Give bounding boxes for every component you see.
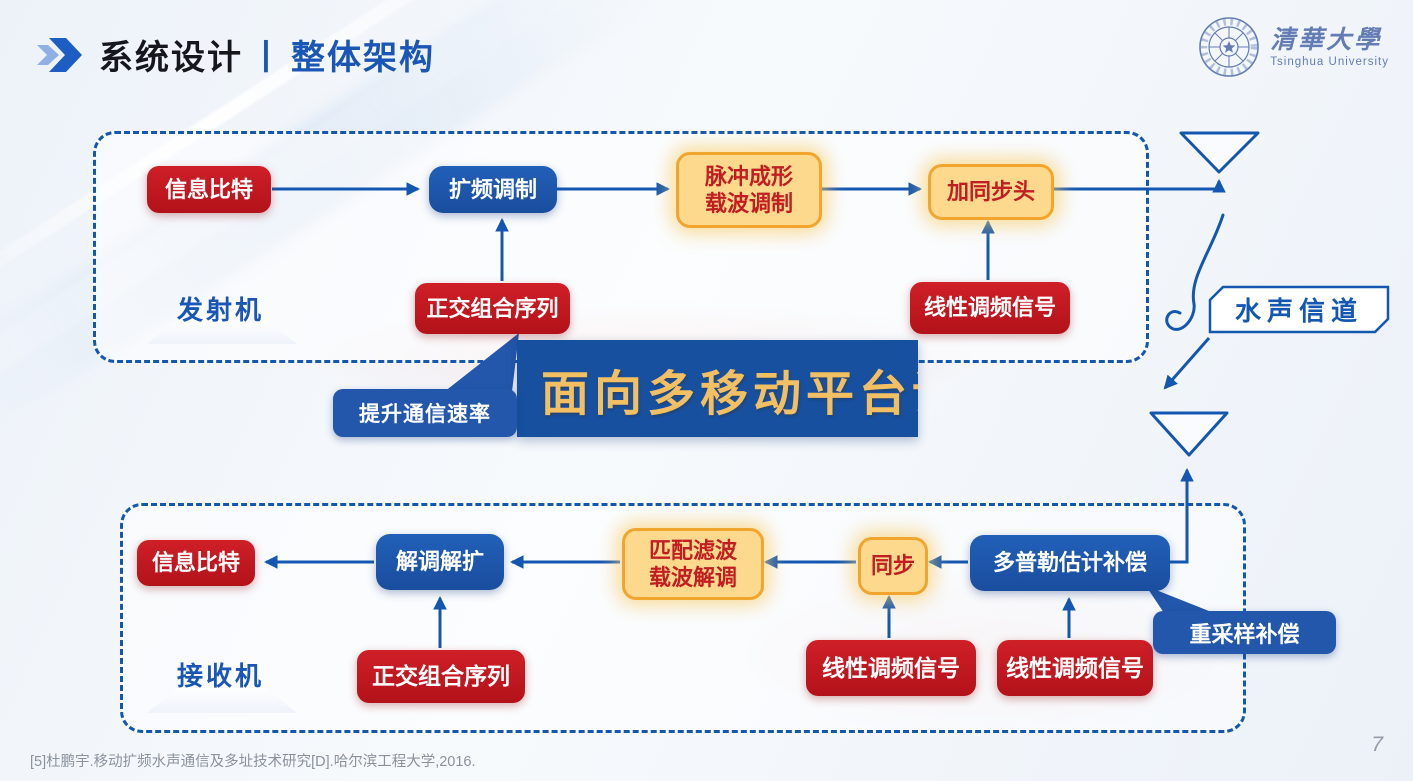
banner: 面向多移动平台设 [517, 340, 918, 437]
node-label: 正交组合序列 [426, 295, 559, 321]
node-despread: 解调解扩 [376, 534, 504, 590]
node-tx-info-bits: 信息比特 [147, 166, 271, 213]
node-label: 加同步头 [946, 179, 1035, 205]
node-label: 信息比特 [164, 176, 253, 202]
channel-label: 水声信道 [1234, 296, 1363, 326]
node-label: 正交组合序列 [372, 663, 510, 690]
node-label: 信息比特 [151, 550, 240, 576]
node-label: 线性调频信号 [1006, 654, 1144, 681]
node-pulse-shaping: 脉冲成形 载波调制 [676, 152, 822, 228]
node-doppler-compensation: 多普勒估计补偿 [970, 535, 1170, 591]
node-label: 匹配滤波 [648, 537, 737, 563]
banner-text: 面向多移动平台设 [517, 354, 918, 424]
node-tx-orthogonal-sequence: 正交组合序列 [415, 283, 570, 334]
citation: [5]杜鹏宇.移动扩频水声通信及多址技术研究[D].哈尔滨工程大学,2016. [30, 754, 476, 770]
title-primary: 系统设计 [99, 39, 243, 77]
callout-label: 提升通信速率 [359, 403, 491, 426]
arrow-channel-to-rx-antenna [1163, 337, 1211, 390]
title-divider: 丨 [249, 39, 285, 77]
banner-clipped-char: 设 [912, 368, 918, 421]
receiver-label: 接收机 [177, 661, 265, 691]
node-resample-compensation: 重采样补偿 [1153, 611, 1336, 654]
node-label: 重采样补偿 [1189, 621, 1300, 647]
university-logo: 清華大學 Tsinghua University [1198, 16, 1389, 78]
university-name-en: Tsinghua University [1270, 55, 1389, 68]
node-label: 线性调频信号 [822, 654, 960, 681]
node-label: 线性调频信号 [923, 295, 1056, 321]
node-tx-lfm-signal: 线性调频信号 [910, 282, 1070, 334]
callout-improve-rate: 提升通信速率 [333, 389, 517, 437]
page-title: 系统设计丨整体架构 [99, 30, 435, 79]
tx-antenna-icon [1179, 131, 1260, 174]
header: 系统设计丨整体架构 [37, 30, 435, 79]
node-label: 同步 [870, 553, 915, 579]
title-secondary: 整体架构 [291, 39, 435, 77]
node-label: 解调解扩 [395, 549, 484, 575]
university-name: 清華大學 Tsinghua University [1270, 26, 1389, 68]
node-label: 载波解调 [648, 565, 737, 590]
node-label: 多普勒估计补偿 [992, 550, 1147, 576]
rx-antenna-icon [1149, 411, 1229, 457]
node-rx-lfm-signal-2: 线性调频信号 [997, 640, 1153, 696]
node-spread-modulation: 扩频调制 [429, 166, 557, 213]
node-sync: 同步 [858, 537, 928, 595]
university-name-cn: 清華大學 [1270, 25, 1383, 55]
node-rx-lfm-signal-1: 线性调频信号 [806, 640, 976, 696]
node-matched-filter: 匹配滤波 载波解调 [622, 528, 764, 600]
university-seal-icon [1199, 17, 1260, 77]
double-chevron-icon [37, 37, 82, 72]
node-label: 扩频调制 [448, 176, 537, 202]
transmitter-label: 发射机 [177, 295, 265, 325]
node-label: 载波调制 [704, 191, 793, 216]
node-label: 脉冲成形 [704, 163, 793, 189]
node-rx-info-bits: 信息比特 [137, 540, 255, 586]
page-number: 7 [1371, 733, 1383, 756]
node-rx-orthogonal-sequence: 正交组合序列 [357, 650, 525, 703]
node-add-sync-header: 加同步头 [928, 164, 1054, 220]
